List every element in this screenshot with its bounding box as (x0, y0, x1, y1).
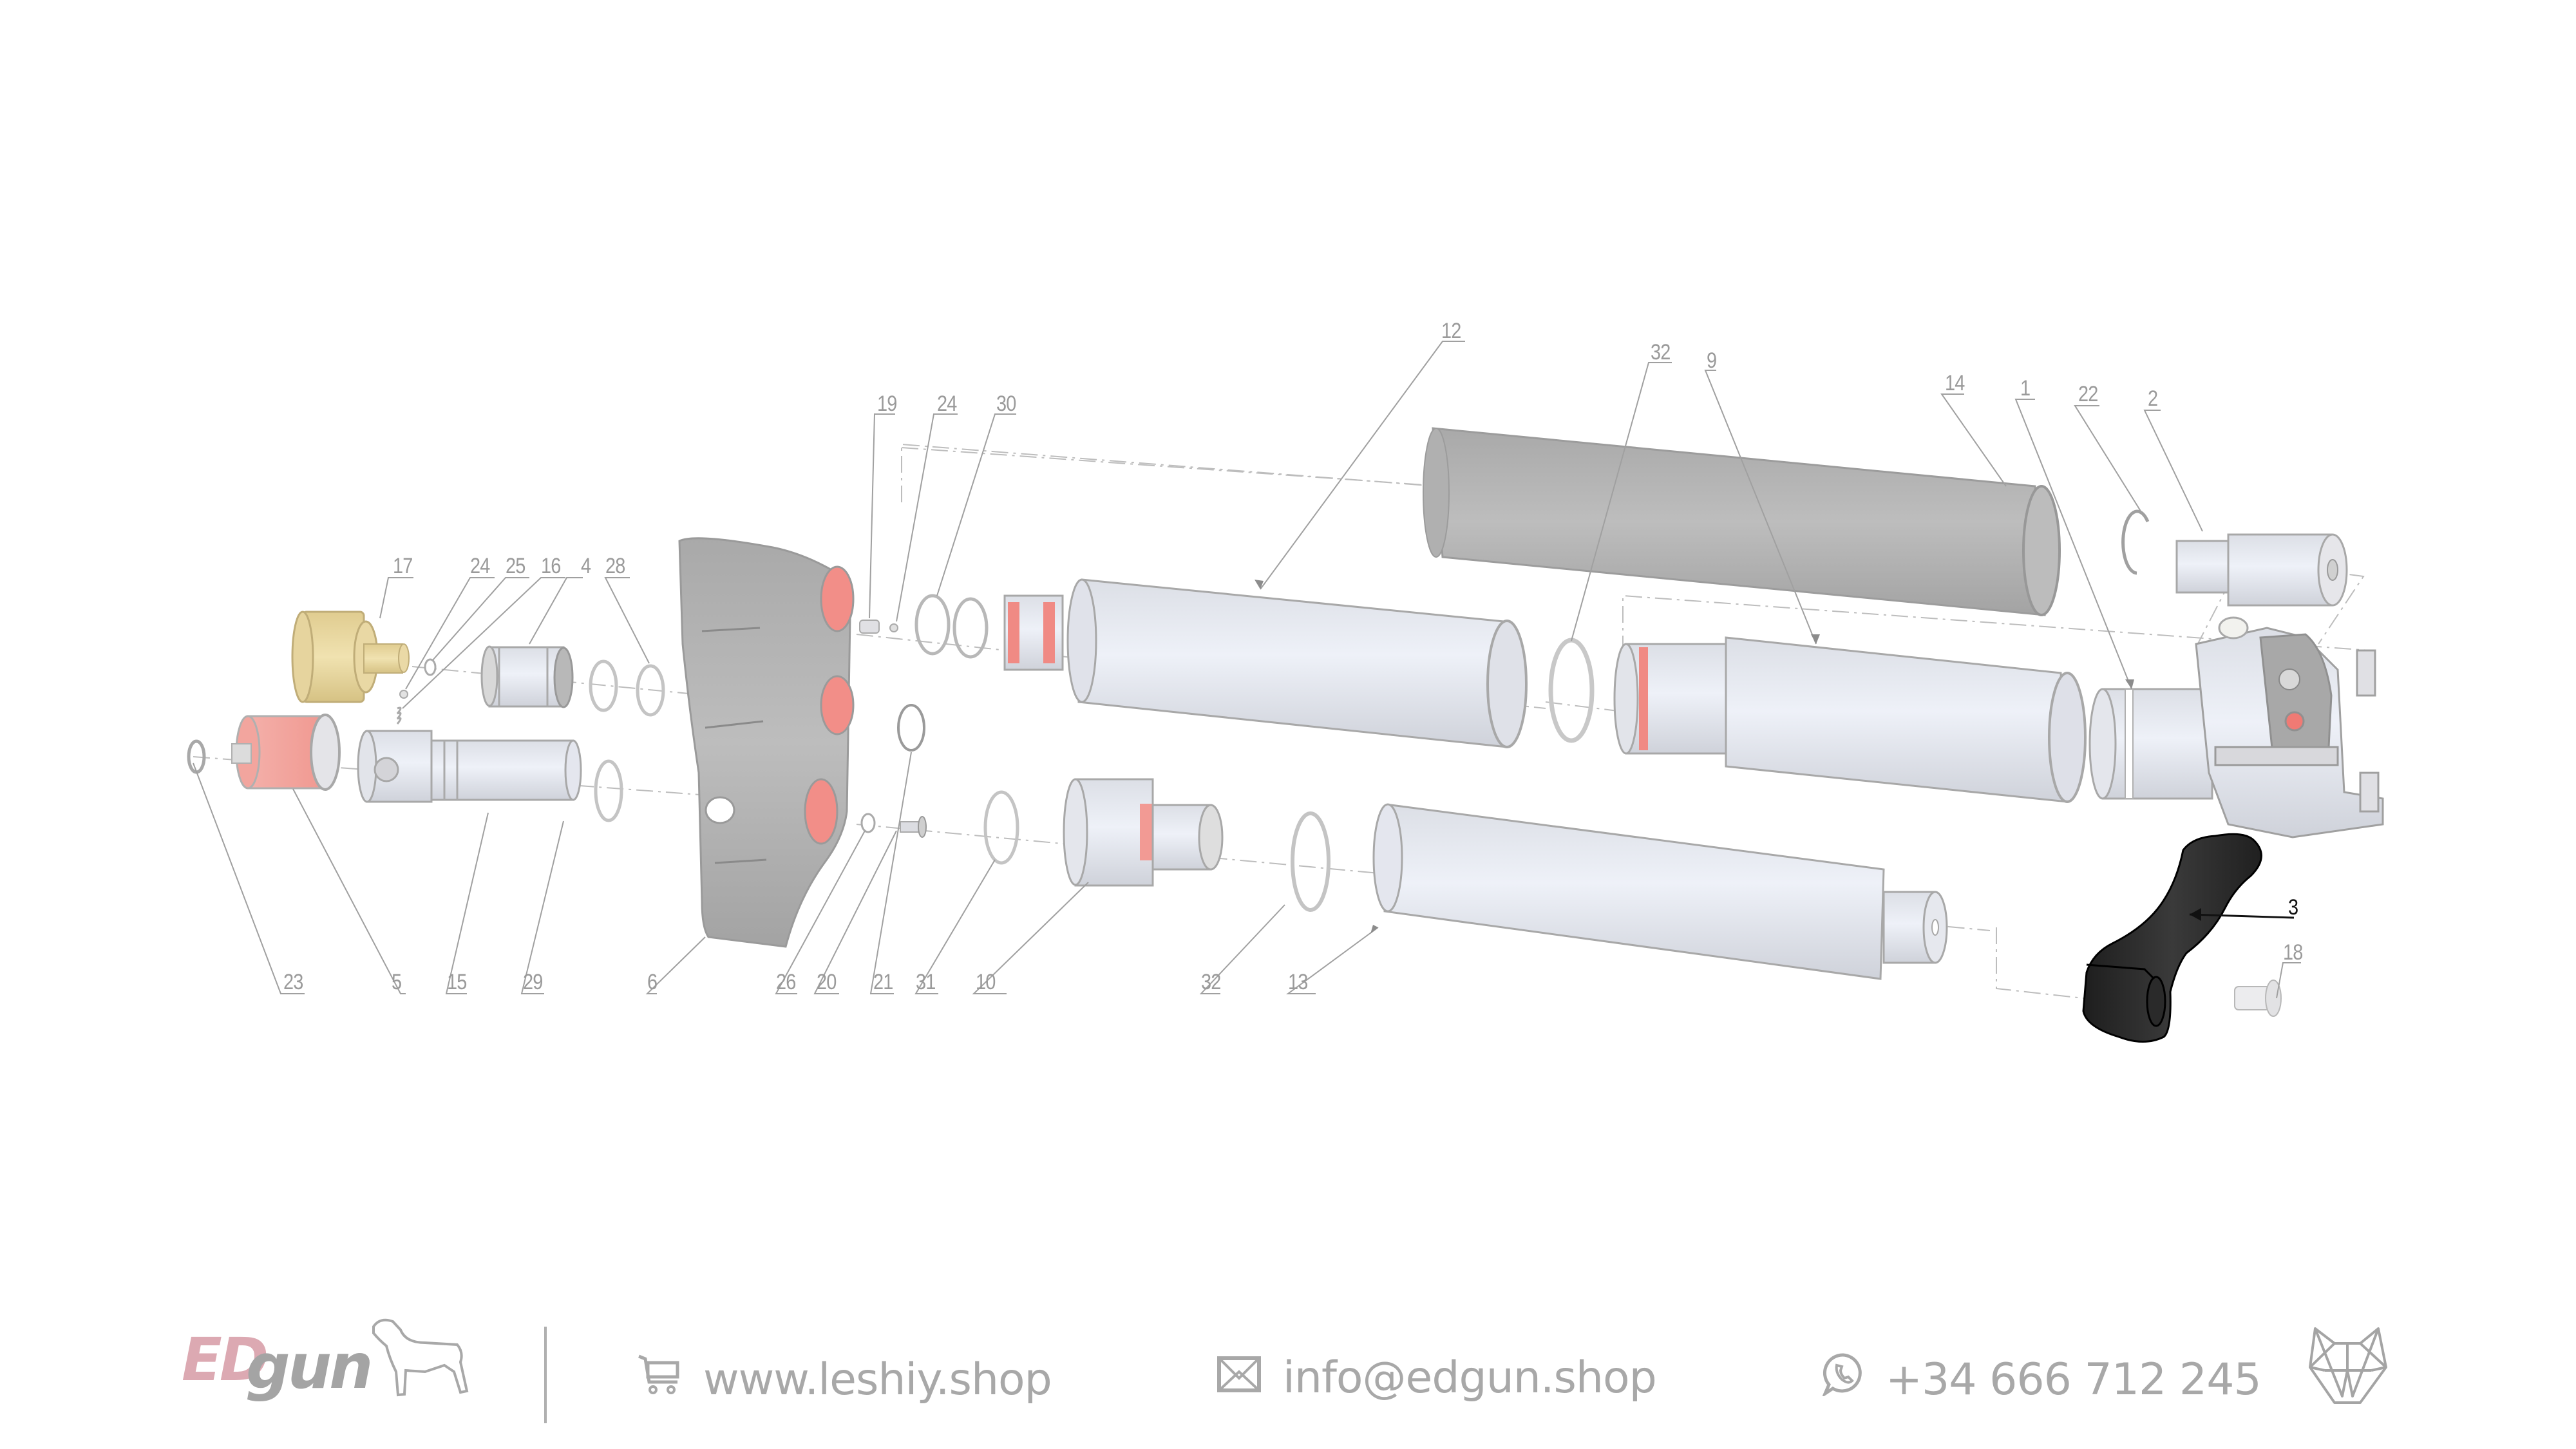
dog-silhouette-icon (372, 1318, 469, 1397)
callout-32b[interactable]: 32 (1201, 970, 1221, 994)
callout-25[interactable]: 25 (506, 554, 526, 578)
callout-29[interactable]: 29 (523, 970, 543, 994)
email-link[interactable]: info@edgun.shop (1217, 1352, 1657, 1403)
footer-bar: ED gun www.leshiy.shop info@edgun.shop (0, 1301, 2576, 1430)
part-1-action-housing (2088, 616, 2384, 838)
phone-text: +34 666 712 245 (1886, 1354, 2262, 1405)
part-25-washer (424, 658, 437, 676)
fox-head-icon (2309, 1325, 2392, 1412)
callout-17[interactable]: 17 (393, 554, 413, 578)
callout-30[interactable]: 30 (996, 392, 1016, 416)
part-31-o-ring (983, 790, 1019, 865)
part-22-circlip (2121, 509, 2150, 575)
shopping-cart-icon (636, 1352, 681, 1407)
brand-gun-text: gun (246, 1331, 373, 1403)
part-6-block (678, 537, 855, 948)
part-9-cylinder (1613, 636, 2087, 803)
callout-21[interactable]: 21 (873, 970, 893, 994)
part-26-washer (860, 813, 876, 833)
envelope-icon (1217, 1352, 1261, 1403)
callout-23[interactable]: 23 (283, 970, 303, 994)
exploded-parts-diagram: 17 24 25 16 4 28 19 24 30 12 32 9 14 1 2… (187, 319, 2384, 1043)
part-2-plug (2175, 533, 2348, 607)
callout-16[interactable]: 16 (541, 554, 561, 578)
callout-1[interactable]: 1 (2020, 376, 2031, 401)
callout-4[interactable]: 4 (581, 554, 591, 578)
part-12-mid-tube (1003, 578, 1528, 748)
callout-15[interactable]: 15 (447, 970, 467, 994)
part-14-shroud (1423, 427, 2061, 616)
callout-2[interactable]: 2 (2148, 386, 2158, 411)
part-5-collar (231, 714, 341, 791)
part-18-pin (2234, 980, 2282, 1017)
website-link[interactable]: www.leshiy.shop (636, 1352, 1052, 1407)
callout-24b[interactable]: 24 (937, 392, 957, 416)
phone-link[interactable]: +34 666 712 245 (1821, 1352, 2262, 1407)
part-28-o-ring (636, 664, 665, 717)
part-17-brass-knob (291, 611, 410, 703)
website-text: www.leshiy.shop (703, 1354, 1052, 1405)
callout-10[interactable]: 10 (976, 970, 996, 994)
footer-divider (544, 1327, 547, 1423)
callout-14[interactable]: 14 (1945, 371, 1965, 395)
email-text: info@edgun.shop (1283, 1352, 1657, 1403)
callout-32a[interactable]: 32 (1651, 340, 1671, 365)
callout-24[interactable]: 24 (470, 554, 490, 578)
callout-20[interactable]: 20 (817, 970, 837, 994)
part-32a-o-ring (1548, 638, 1595, 743)
callout-5[interactable]: 5 (392, 970, 402, 994)
callout-12[interactable]: 12 (1441, 319, 1461, 343)
callout-26[interactable]: 26 (776, 970, 796, 994)
callout-31[interactable]: 31 (916, 970, 936, 994)
part-20-screw (900, 816, 927, 838)
callout-9[interactable]: 9 (1707, 348, 1717, 373)
brand-ed-text: ED (182, 1325, 269, 1394)
part-19-pin (859, 620, 880, 634)
part-10-fitting (1063, 778, 1224, 887)
callout-18[interactable]: 18 (2283, 940, 2303, 965)
callout-6[interactable]: 6 (647, 970, 658, 994)
part-3-lever (2082, 833, 2262, 1043)
callout-19[interactable]: 19 (877, 392, 897, 416)
part-30-o-ring (914, 594, 951, 656)
part-29-o-ring (594, 759, 623, 822)
edgun-logo[interactable]: ED gun (174, 1314, 470, 1410)
part-4-valve (480, 645, 574, 708)
parts-drawing (187, 341, 2384, 1043)
callout-3[interactable]: 3 (2288, 895, 2298, 920)
part-24b-ball (889, 623, 898, 632)
callout-28[interactable]: 28 (605, 554, 625, 578)
part-13-lower-tube (1372, 803, 1948, 980)
callout-13[interactable]: 13 (1288, 970, 1308, 994)
whatsapp-icon (1821, 1352, 1864, 1407)
part-15-valve-body (357, 730, 582, 803)
part-21-circlip (897, 704, 925, 752)
part-16-spring (396, 706, 402, 724)
part-32b-o-ring (1291, 811, 1331, 912)
callout-22[interactable]: 22 (2078, 382, 2098, 406)
part-24-ball (399, 690, 408, 699)
